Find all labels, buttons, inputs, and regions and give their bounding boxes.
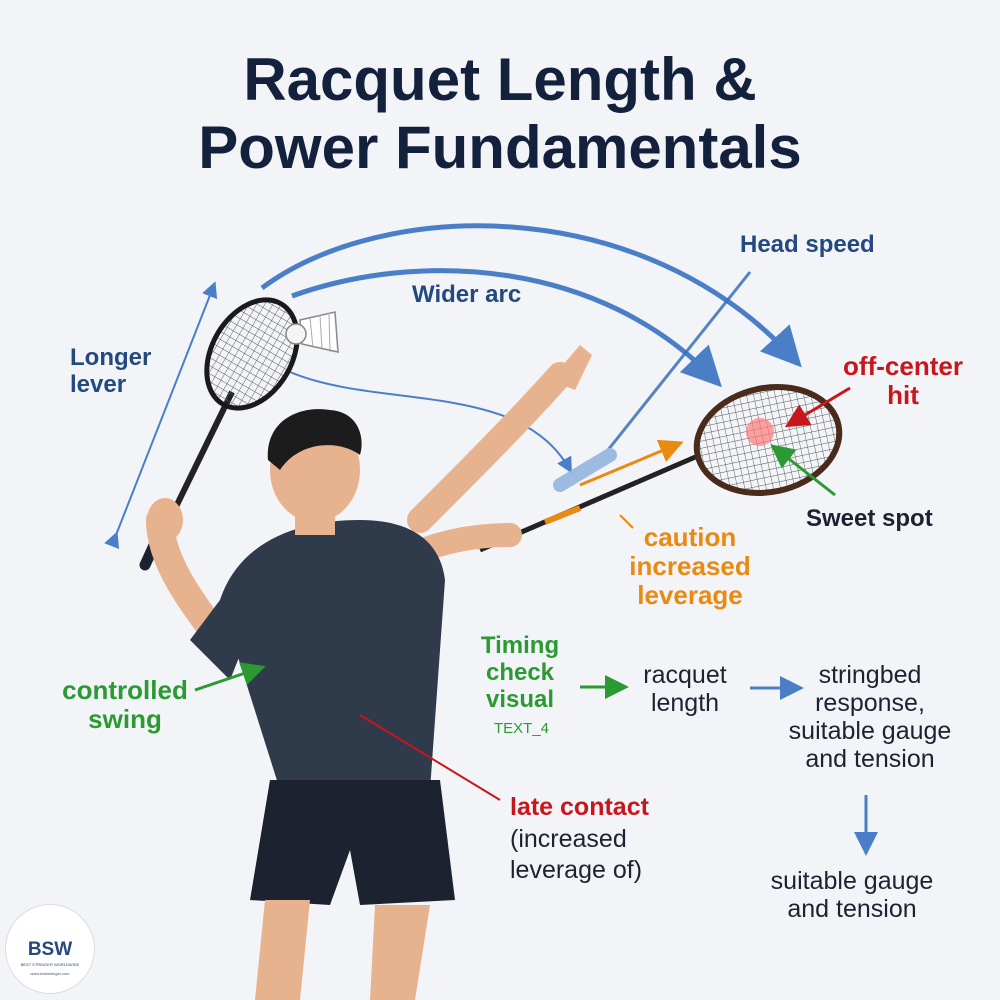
swing-path-line bbox=[289, 371, 572, 474]
caution-tick bbox=[619, 514, 634, 529]
page-title-line-1: Racquet Length & bbox=[243, 46, 757, 113]
racquet-length-label: racquet length bbox=[643, 661, 727, 717]
wider-arc-label: Wider arc bbox=[412, 281, 522, 308]
player-figure bbox=[146, 345, 592, 1000]
logo-url: www.beststringer.com bbox=[30, 971, 70, 976]
head-speed-label: Head speed bbox=[740, 231, 875, 258]
sweet-spot-arrow bbox=[770, 444, 836, 497]
longer-lever-label: Longer lever bbox=[70, 344, 152, 398]
controlled-swing-label: controlled swing bbox=[62, 675, 188, 735]
late-contact-detail: (increased leverage of) bbox=[510, 825, 643, 885]
caution-label: caution increased leverage bbox=[629, 522, 751, 611]
timing-placeholder-text: TEXT_4 bbox=[494, 720, 550, 737]
off-center-label: off-center hit bbox=[843, 351, 963, 411]
head-speed-arc bbox=[260, 223, 802, 368]
controlled-swing-arrow bbox=[194, 662, 266, 692]
logo-mark: BSW bbox=[27, 939, 73, 960]
late-contact-label: late contact bbox=[510, 793, 649, 821]
ghost-racquet-icon bbox=[553, 271, 752, 492]
sweet-spot-label: Sweet spot bbox=[806, 505, 933, 532]
late-contact-line bbox=[359, 714, 501, 801]
off-center-spot bbox=[746, 418, 774, 446]
timing-check-label: Timing check visual bbox=[480, 632, 560, 713]
stringbed-response-label: stringbed response, suitable gauge and t… bbox=[788, 661, 952, 773]
caution-arrow bbox=[579, 439, 684, 487]
off-center-arrow bbox=[784, 386, 851, 428]
bsw-logo: BSW BEST STRINGER WORLDWIDE www.beststri… bbox=[6, 905, 94, 993]
logo-tagline: BEST STRINGER WORLDWIDE bbox=[20, 962, 80, 967]
longer-lever-arrow bbox=[104, 281, 218, 550]
page-title-line-2: Power Fundamentals bbox=[198, 114, 802, 181]
shuttlecock-icon bbox=[285, 311, 339, 353]
wider-arc bbox=[291, 268, 722, 388]
suitable-gauge-label: suitable gauge and tension bbox=[770, 867, 934, 923]
